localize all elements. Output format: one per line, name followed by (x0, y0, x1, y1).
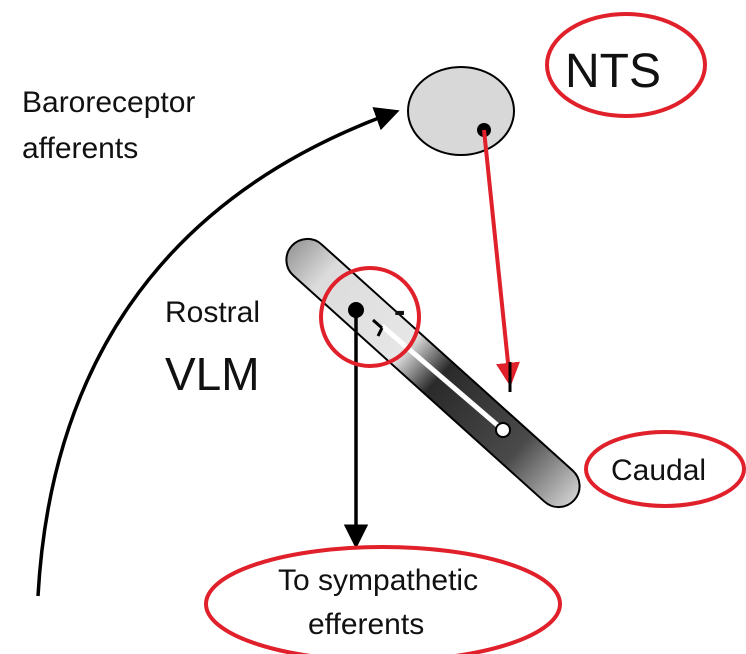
efferent-highlight-circle (204, 545, 562, 654)
vlm-label: VLM (165, 348, 260, 400)
nts-label: NTS (565, 45, 661, 98)
inhibitory-synapse-terminal (372, 318, 384, 337)
rostral-label: Rostral (165, 296, 260, 329)
inhibitory-interneuron-axon (380, 324, 505, 432)
caudal-highlight-circle (584, 430, 746, 508)
nts-highlight-circle (545, 12, 707, 118)
baroreceptor-label-line1: Baroreceptor (22, 86, 195, 119)
baroreceptor-label-line2: afferents (22, 132, 138, 165)
efferent-label-line1: To sympathetic (278, 564, 478, 597)
baroreceptor-afferent-arrow (36, 107, 400, 597)
nts-to-caudal-vlm-arrow (482, 129, 520, 387)
rostral-neuron-highlight-circle (319, 266, 421, 368)
inhibitory-sign: - (394, 292, 405, 330)
nts-nucleus (407, 66, 515, 156)
caudal-label: Caudal (611, 454, 706, 487)
caudal-interneuron-soma (495, 422, 511, 438)
efferent-label-line2: efferents (308, 608, 424, 641)
